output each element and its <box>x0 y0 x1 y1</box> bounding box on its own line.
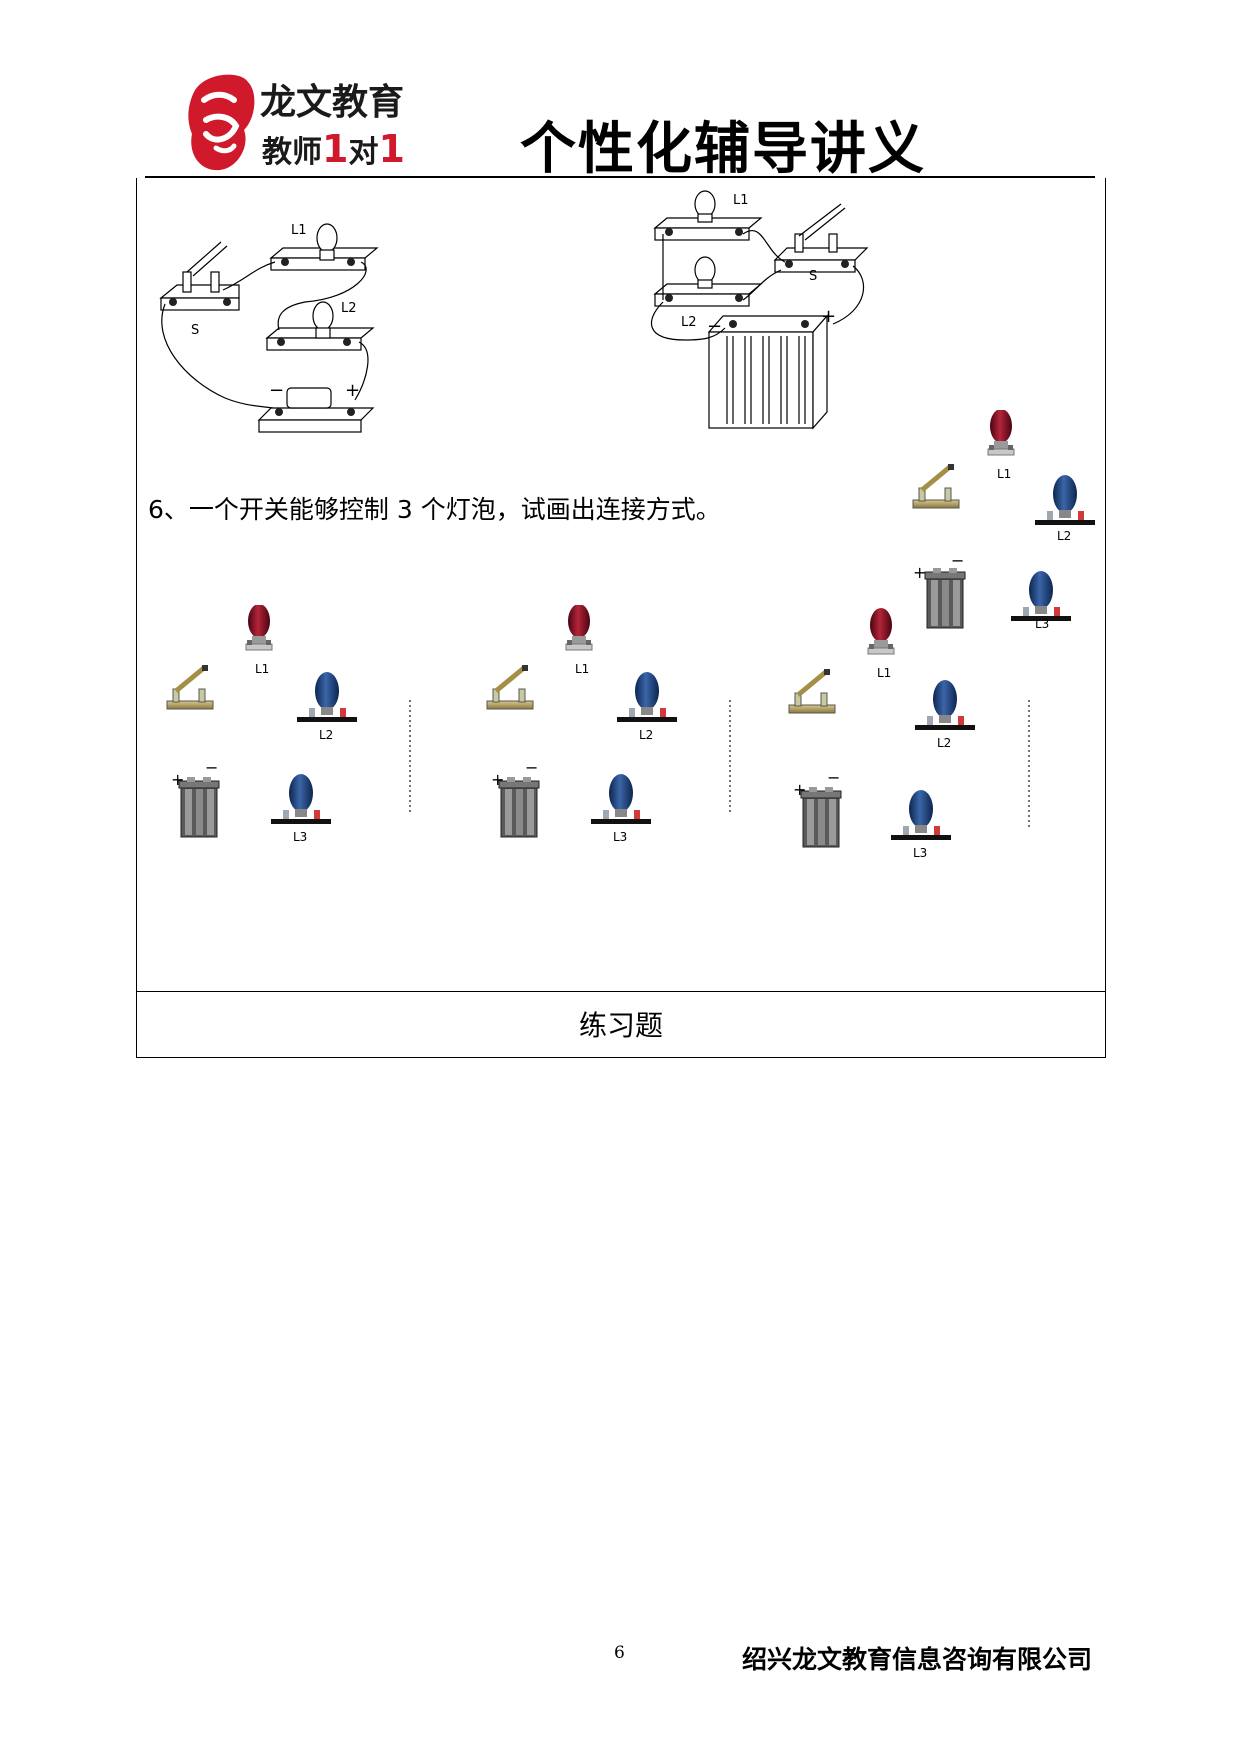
set3-l2-label: L2 <box>937 736 951 750</box>
section-title: 练习题 <box>578 1009 663 1042</box>
left-minus-label: − <box>269 380 284 401</box>
knife-switch-icon <box>167 665 213 709</box>
right-lamp2-label: L2 <box>681 315 697 330</box>
page-title: 个性化辅导讲义 <box>520 117 926 182</box>
blue-bulb-icon <box>591 774 651 824</box>
example-l1-label: L1 <box>997 467 1011 481</box>
circuit-diagram-right: L1 L2 S − + <box>650 190 869 430</box>
component-set-example: L1 L2 + − L3 <box>905 410 1095 630</box>
left-lamp2-label: L2 <box>341 301 357 316</box>
blue-bulb-icon <box>297 672 357 722</box>
example-l2-label: L2 <box>1057 529 1071 543</box>
example-minus: − <box>951 551 964 570</box>
header-divider <box>145 176 1095 178</box>
logo: 龙文教育 教师1对1 <box>188 74 405 171</box>
example-plus: + <box>913 563 926 582</box>
logo-line2: 教师1对1 <box>262 127 405 171</box>
component-set-3: L1 L2 + − L3 <box>785 607 1030 860</box>
set2-l2-label: L2 <box>639 728 653 742</box>
right-minus-label: − <box>707 316 722 337</box>
component-set-2: L1 L2 + − L3 <box>485 605 731 844</box>
set1-l1-label: L1 <box>255 662 269 676</box>
set3-plus: + <box>793 780 806 799</box>
set2-minus: − <box>525 758 538 777</box>
blue-bulb-icon <box>1035 475 1095 525</box>
blue-bulb-icon <box>617 672 677 722</box>
right-switch-label: S <box>809 269 817 284</box>
battery-icon <box>178 776 220 838</box>
page-number: 6 <box>614 1643 625 1663</box>
knife-switch-icon <box>789 669 835 713</box>
left-switch-label: S <box>191 323 199 338</box>
content-box <box>136 178 1106 992</box>
right-plus-label: + <box>821 306 836 327</box>
set3-minus: − <box>827 768 840 787</box>
left-lamp1-label: L1 <box>291 223 307 238</box>
question-6: 6、一个开关能够控制 3 个灯泡，试画出连接方式。 <box>148 495 721 524</box>
logo-mark-icon <box>188 74 255 171</box>
knife-switch-icon <box>487 665 533 709</box>
blue-bulb-icon <box>891 790 951 840</box>
logo-line1: 龙文教育 <box>260 82 404 123</box>
knife-switch-icon <box>913 464 959 508</box>
blue-bulb-icon <box>271 774 331 824</box>
set3-l3-label: L3 <box>913 846 927 860</box>
red-bulb-icon <box>565 605 593 651</box>
battery-icon <box>800 786 842 848</box>
section-header-box: 练习题 <box>136 991 1106 1058</box>
component-set-1: L1 L2 + − L3 <box>165 605 411 844</box>
set2-plus: + <box>491 770 504 789</box>
set2-l3-label: L3 <box>613 830 627 844</box>
set1-plus: + <box>171 770 184 789</box>
circuit-diagram-left: S L1 L2 − + <box>159 223 379 433</box>
right-lamp1-label: L1 <box>733 193 749 208</box>
example-l3-label: L3 <box>1035 617 1049 630</box>
set3-l1-label: L1 <box>877 666 891 680</box>
red-bulb-icon <box>987 410 1015 456</box>
set1-minus: − <box>205 758 218 777</box>
red-bulb-icon <box>245 605 273 651</box>
set1-l3-label: L3 <box>293 830 307 844</box>
company-name: 绍兴龙文教育信息咨询有限公司 <box>742 1645 1093 1674</box>
set1-l2-label: L2 <box>319 728 333 742</box>
left-plus-label: + <box>345 380 360 401</box>
red-bulb-icon <box>867 607 895 655</box>
blue-bulb-icon <box>915 680 975 730</box>
set2-l1-label: L1 <box>575 662 589 676</box>
battery-icon <box>498 776 540 838</box>
